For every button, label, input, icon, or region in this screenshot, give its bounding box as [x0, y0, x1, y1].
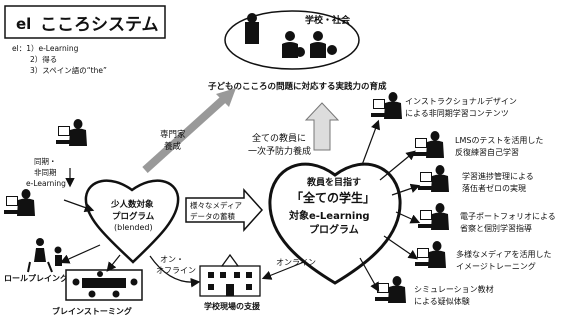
arrow-to-brainstorming — [106, 254, 121, 272]
person-at-computer-icon — [4, 189, 35, 216]
center-heart-line-1: 教員を目指す — [306, 176, 361, 188]
right-item-1-line-2: による非同期学習コンテンツ — [405, 108, 509, 118]
on-offline-line-2: オフライン — [156, 266, 196, 275]
meeting-icon — [65, 269, 143, 301]
right-item-4-line-2: 省察と個別学習指導 — [460, 223, 532, 233]
sync-line-2: 非同期 — [34, 167, 57, 177]
audience-icon — [245, 13, 337, 58]
right-item-5-line-2: イメージトレーニング — [456, 261, 536, 271]
arrow-to-role-playing — [59, 244, 101, 264]
right-item-4-line-1: 電子ポートフォリオによる — [460, 212, 556, 221]
right-item-1-line-1: インストラクショナルデザイン — [405, 96, 517, 106]
sync-line-1: 同期・ — [34, 157, 57, 166]
media-line-2: データの蓄積 — [190, 211, 235, 221]
arrow-right-3 — [391, 183, 421, 196]
on-offline-line-1: オン・ — [160, 255, 184, 264]
definition-line-2: 2）得る — [30, 54, 57, 64]
sync-line-3: e-Learning — [26, 179, 66, 188]
center-heart-line-3: 対象e-Learning — [288, 209, 370, 222]
role-playing-label: ロールプレイング — [4, 273, 68, 283]
expert-line-2: 養成 — [164, 141, 182, 152]
practical-ability-label: 子どものこころの問題に対応する実践力の育成 — [208, 81, 387, 92]
expert-arrow — [142, 88, 236, 173]
person-at-computer-icon — [56, 119, 87, 146]
role-playing-icon — [27, 238, 62, 273]
brainstorming-label: ブレインストーミング — [52, 306, 132, 316]
media-line-1: 様々なメディア — [190, 200, 242, 210]
center-heart-line-4: プログラム — [309, 223, 359, 236]
arrow-online — [261, 261, 305, 280]
right-item-3-line-1: 学習進捗管理による — [462, 171, 534, 181]
left-heart-line-2: プログラム — [112, 211, 155, 222]
all-teachers-line-2: 一次予防力養成 — [248, 145, 311, 157]
definition-line-1: el：1）e-Learning — [12, 44, 79, 53]
system-title: el こころシステム — [4, 5, 166, 39]
media-arrow: 様々なメディア データの蓄積 — [185, 188, 264, 232]
person-at-computer-icon — [418, 203, 449, 230]
person-at-computer-icon — [413, 131, 444, 158]
title-main: こころシステム — [40, 15, 159, 35]
right-item-6-line-2: による疑似体験 — [414, 296, 470, 306]
school-building-icon — [199, 253, 261, 297]
right-item-3-line-2: 落伍者ゼロの実現 — [462, 183, 526, 193]
definition-line-3: 3）スペイン語の“the” — [30, 65, 107, 75]
person-at-computer-icon — [415, 241, 446, 268]
right-item-5-line-1: 多様なメディアを活用した — [456, 249, 551, 259]
center-heart-line-2: 「全ての学生」 — [291, 190, 375, 205]
left-heart-line-3: (blended) — [114, 223, 153, 232]
right-item-6-line-1: シミュレーション教材 — [414, 284, 494, 294]
expert-line-1: 専門家 — [160, 129, 186, 140]
center-heart: 教員を目指す 「全ての学生」 対象e-Learning プログラム — [268, 162, 402, 285]
arrow-right-6 — [359, 257, 380, 293]
left-heart-line-1: 少人数対象 — [110, 199, 154, 210]
school-support-label: 学校現場の支援 — [204, 301, 261, 311]
right-items-group: インストラクショナルデザイン による非同期学習コンテンツ LMSのテストを活用し… — [359, 92, 556, 306]
person-at-computer-icon — [418, 165, 449, 192]
upward-arrow — [304, 102, 340, 151]
arrow-from-person — [63, 199, 95, 213]
title-prefix: el — [16, 15, 31, 33]
right-item-2-line-2: 反復練習自己学習 — [455, 147, 519, 157]
all-teachers-line-1: 全ての教員に — [252, 132, 306, 144]
el-definition: el：1）e-Learning 2）得る 3）スペイン語の“the” — [12, 44, 107, 75]
left-heart: 少人数対象 プログラム (blended) — [84, 179, 180, 264]
school-society-ellipse: 学校・社会 — [224, 10, 360, 70]
arrow-right-5 — [383, 235, 418, 260]
arrow-right-1 — [361, 119, 380, 166]
arrow-right-2 — [379, 150, 416, 181]
online-label: オンライン — [276, 258, 316, 267]
right-item-2-line-1: LMSのテストを活用した — [455, 135, 543, 145]
arrow-to-school — [149, 255, 201, 288]
person-at-computer-icon — [375, 276, 406, 303]
school-society-label: 学校・社会 — [305, 14, 351, 26]
arrow-right-4 — [395, 211, 421, 224]
person-at-computer-icon — [371, 92, 402, 119]
